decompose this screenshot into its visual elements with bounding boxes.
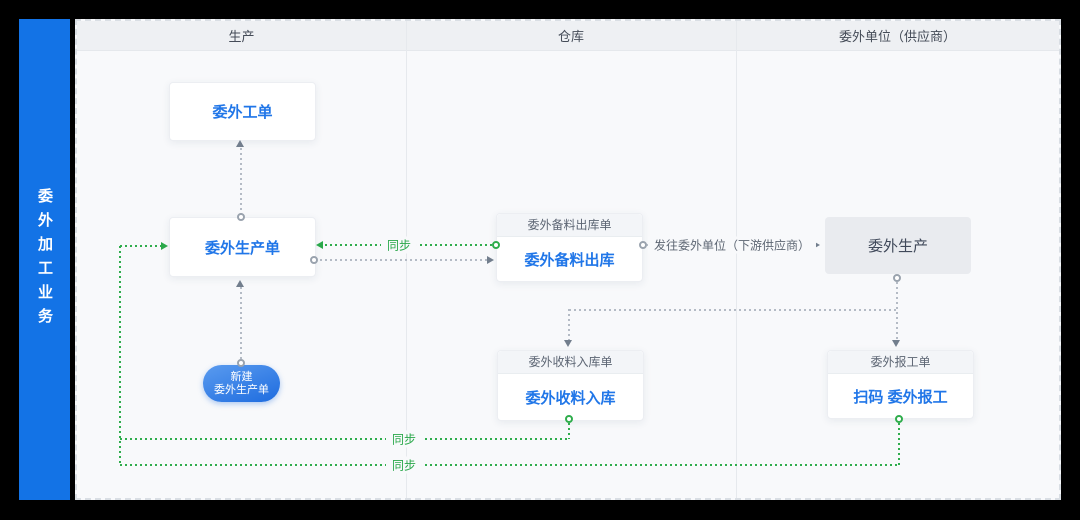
sync-line-vertical-return xyxy=(119,246,121,465)
port-production-order-top xyxy=(237,213,245,221)
edge-label-sync-2: 同步 xyxy=(385,430,423,448)
node-work-report-header: 委外报工单 xyxy=(828,351,973,374)
arrowhead-right-production-order xyxy=(161,242,168,250)
node-outsource-work-order-label: 委外工单 xyxy=(212,104,273,121)
create-button-line1: 新建 xyxy=(230,370,253,383)
arrowhead-right-outsource-production xyxy=(813,241,820,249)
edge-label-sync-3: 同步 xyxy=(385,456,423,474)
lane-title-supplier: 委外单位（供应商） xyxy=(838,29,956,44)
lane-title-production: 生产 xyxy=(228,29,255,44)
arrowhead-down-material-receipt xyxy=(564,340,572,347)
sync-line-work-report-horizontal xyxy=(120,464,899,466)
lane-divider-2 xyxy=(736,21,737,498)
node-material-receipt[interactable]: 委外收料入库单 委外收料入库 xyxy=(497,350,644,421)
node-work-report-label: 扫码 委外报工 xyxy=(853,388,948,406)
node-outsource-work-order[interactable]: 委外工单 xyxy=(169,82,316,141)
node-outsource-production-order-label: 委外生产单 xyxy=(204,239,280,257)
node-material-issue-label: 委外备料出库 xyxy=(524,251,615,269)
sync-line-work-report-down xyxy=(898,423,900,465)
lane-title-warehouse: 仓库 xyxy=(557,29,584,44)
connector-production-order-to-material-issue xyxy=(320,259,487,261)
sidebar-banner: 委外加工业务 xyxy=(19,19,70,500)
flowchart-panel: 生产 仓库 委外单位（供应商） 委外工单 委外生产单 委外备料出库单 委外备料出… xyxy=(75,19,1061,500)
port-material-issue-left xyxy=(492,241,500,249)
node-work-report[interactable]: 委外报工单 扫码 委外报工 xyxy=(827,350,974,419)
edge-label-sync-1: 同步 xyxy=(380,236,418,254)
node-material-receipt-label: 委外收料入库 xyxy=(525,389,616,407)
connector-branch-to-material-receipt xyxy=(568,309,570,340)
edge-label-send-to-supplier: 发往委外单位（下游供应商） xyxy=(647,236,817,254)
arrowhead-up-production-order xyxy=(236,280,244,287)
connector-outsource-production-down xyxy=(896,282,898,340)
sync-line-material-receipt-horizontal xyxy=(120,438,569,440)
port-material-receipt-bottom xyxy=(565,415,573,423)
node-material-issue-header: 委外备料出库单 xyxy=(497,214,642,237)
lane-header-bar: 生产 仓库 委外单位（供应商） xyxy=(77,21,1059,51)
node-outsource-production-order[interactable]: 委外生产单 xyxy=(169,217,316,277)
arrowhead-up-work-order xyxy=(236,140,244,147)
connector-branch-horizontal xyxy=(569,309,896,311)
arrowhead-right-material-issue xyxy=(487,256,494,264)
arrowhead-down-work-report xyxy=(892,340,900,347)
sync-line-into-production-order xyxy=(120,245,161,247)
arrowhead-left-production-order xyxy=(316,241,323,249)
connector-pill-to-production-order xyxy=(240,287,242,361)
node-material-receipt-header: 委外收料入库单 xyxy=(498,351,643,374)
node-outsource-production-label: 委外生产 xyxy=(867,238,928,255)
connector-production-order-to-work-order xyxy=(240,143,242,215)
port-work-report-bottom xyxy=(895,415,903,423)
node-outsource-production[interactable]: 委外生产 xyxy=(825,217,971,274)
node-material-issue[interactable]: 委外备料出库单 委外备料出库 xyxy=(496,213,643,282)
create-button-line2: 委外生产单 xyxy=(214,383,269,396)
sync-line-material-receipt-down xyxy=(568,423,570,439)
port-material-issue-right xyxy=(639,241,647,249)
sidebar-title: 委外加工业务 xyxy=(36,187,53,332)
port-production-order-right xyxy=(310,256,318,264)
create-production-order-button[interactable]: 新建 委外生产单 xyxy=(203,365,280,402)
port-pill-top xyxy=(237,359,245,367)
port-outsource-production-bottom xyxy=(893,274,901,282)
